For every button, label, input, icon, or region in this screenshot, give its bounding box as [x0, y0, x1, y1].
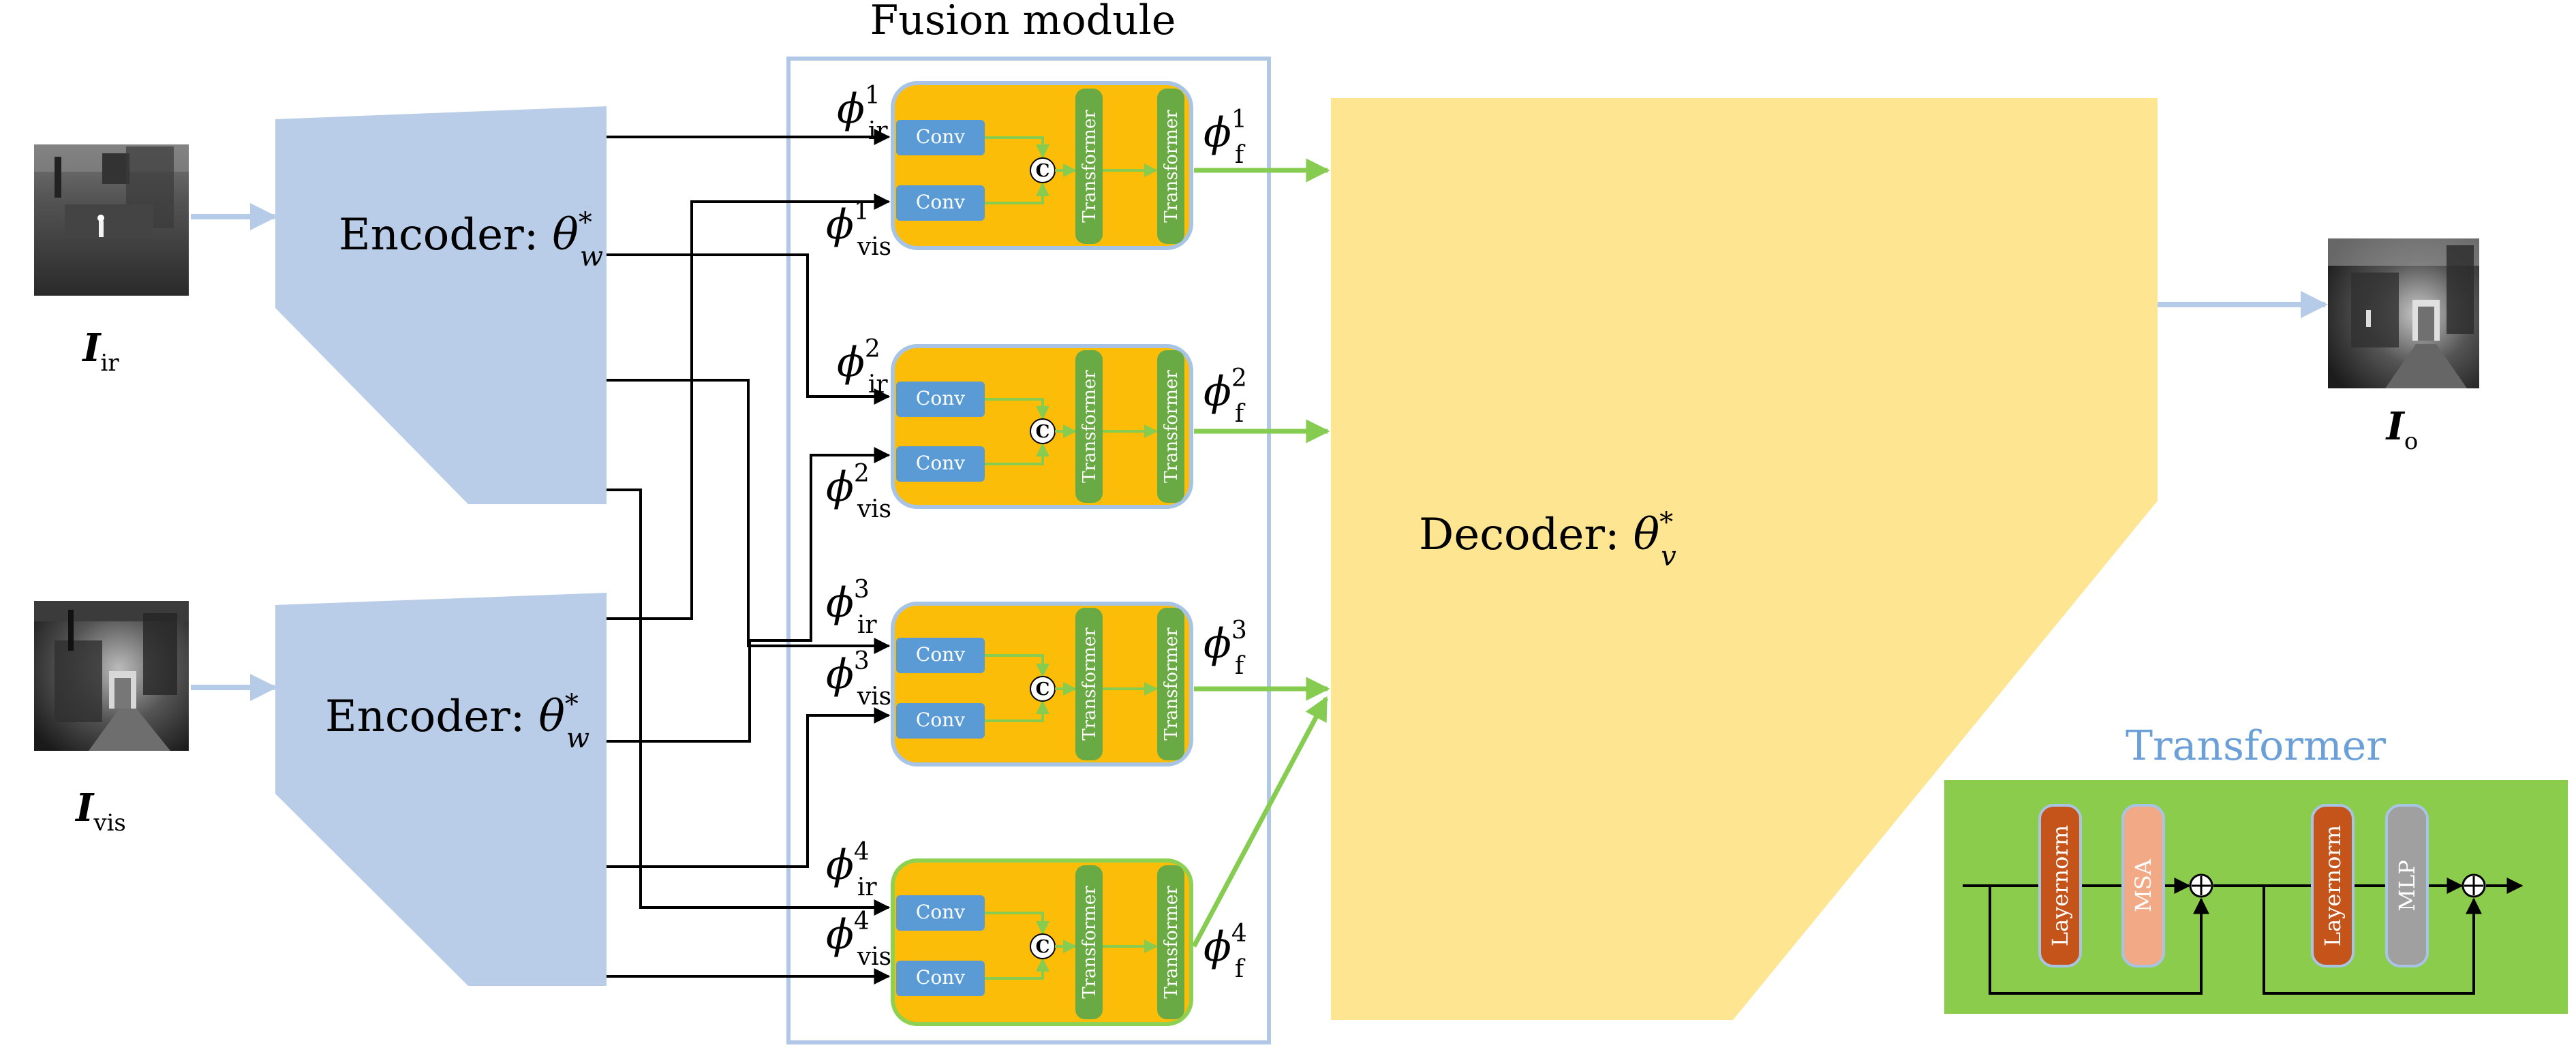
fusion-block-4: Conv Conv C Transformer Transformer	[891, 858, 1193, 1026]
transformer-label: Transformer	[1161, 627, 1182, 741]
layernorm-label: Layernorm	[2047, 825, 2073, 946]
transformer-detail-panel: Transformer Layernorm MSA Layernorm MLP	[1944, 722, 2568, 1014]
transformer-2a	[1075, 350, 1103, 503]
transformer-panel-title: Transformer	[2126, 722, 2386, 770]
layernorm-label: Layernorm	[2320, 825, 2346, 946]
conv-vis-3	[896, 703, 985, 739]
layernorm-block-1	[2038, 804, 2082, 967]
mlp-block	[2385, 804, 2429, 967]
encoder-ir-text: Encoder:θ*w	[339, 207, 603, 273]
conv-label: Conv	[916, 191, 965, 213]
conv-label: Conv	[916, 452, 965, 474]
fusion-output-arrows	[1191, 158, 1330, 948]
conv-vis-1	[896, 185, 985, 221]
output-image	[2328, 238, 2479, 388]
transformer-1a	[1075, 89, 1103, 244]
conv-label: Conv	[916, 901, 965, 923]
input-ir-label: Iir	[81, 326, 119, 377]
encoder-feature-wiring	[607, 129, 891, 985]
transformer-label: Transformer	[1079, 886, 1100, 999]
concat-label: C	[1036, 937, 1050, 957]
input-vis-image	[34, 601, 189, 751]
transformer-label: Transformer	[1161, 886, 1182, 999]
transformer-3a	[1075, 608, 1103, 760]
fusion-block-2: Conv Conv C Transformer Transformer	[891, 344, 1193, 509]
fusion-block-1: Conv Conv C Transformer Transformer	[891, 81, 1193, 250]
output-label: Io	[2385, 404, 2419, 455]
input-ir-image	[34, 144, 189, 296]
conv-label: Conv	[916, 966, 965, 989]
decoder	[1331, 98, 2158, 1020]
conv-ir-2	[896, 382, 985, 417]
conv-label: Conv	[916, 387, 965, 409]
transformer-4b	[1157, 865, 1184, 1019]
conv-ir-1	[896, 120, 985, 155]
transformer-label: Transformer	[1161, 110, 1182, 223]
conv-ir-3	[896, 638, 985, 673]
transformer-label: Transformer	[1161, 370, 1182, 483]
fusion-module-frame	[786, 57, 1271, 1044]
transformer-3b	[1157, 608, 1184, 760]
conv-label: Conv	[916, 643, 965, 666]
msa-label: MSA	[2130, 858, 2156, 912]
encoder-vis	[275, 593, 607, 986]
conv-ir-4	[896, 895, 985, 931]
encoder-vis-text: Encoder:θ*w	[325, 689, 589, 754]
fusion-blocks: Conv Conv C Transformer Transformer Conv…	[891, 81, 1193, 1026]
transformer-4a	[1075, 865, 1103, 1019]
encoder-ir	[275, 106, 607, 504]
transformer-1b	[1157, 89, 1184, 244]
layernorm-block-2	[2311, 804, 2355, 967]
conv-vis-2	[896, 446, 985, 482]
input-vis-label: Ivis	[74, 786, 126, 837]
conv-label: Conv	[916, 125, 965, 148]
concat-label: C	[1036, 161, 1050, 181]
fusion-block-3: Conv Conv C Transformer Transformer	[891, 602, 1193, 766]
conv-vis-4	[896, 961, 985, 996]
concat-label: C	[1036, 679, 1050, 700]
add-icon	[2189, 873, 2213, 898]
add-icon	[2462, 873, 2486, 898]
transformer-2b	[1157, 350, 1184, 503]
msa-block	[2121, 804, 2165, 967]
mlp-label: MLP	[2394, 860, 2420, 912]
fusion-module-title: Fusion module	[870, 0, 1176, 44]
decoder-text: Decoder:θ*v	[1419, 507, 1676, 572]
conv-label: Conv	[916, 709, 965, 731]
transformer-label: Transformer	[1079, 110, 1100, 223]
transformer-label: Transformer	[1079, 627, 1100, 741]
concat-label: C	[1036, 422, 1050, 442]
transformer-label: Transformer	[1079, 370, 1100, 483]
